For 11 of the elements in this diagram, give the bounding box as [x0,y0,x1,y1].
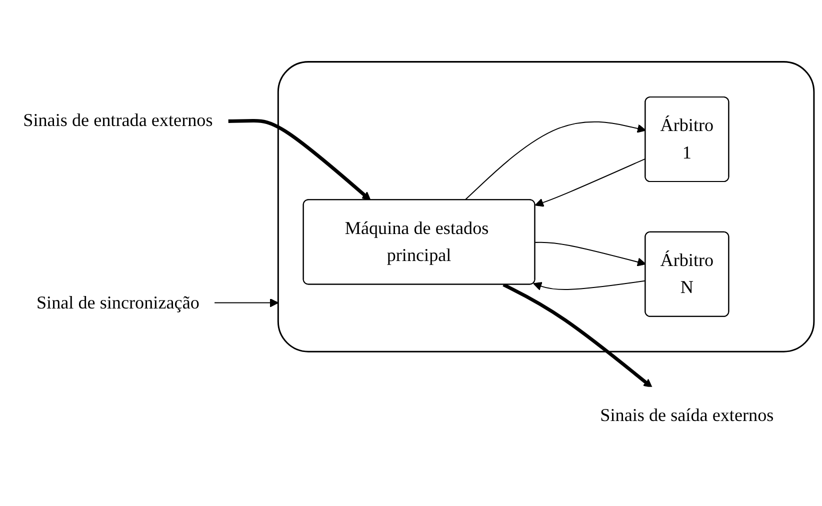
arrow [228,119,371,201]
node-text: Sinal de sincronização [36,292,200,312]
arrow [214,298,279,308]
cluster [277,61,815,352]
arrow [464,121,646,201]
arrow [534,158,646,207]
node-text: Sinais de saída externos [600,404,774,426]
node-text: Sinais de entrada externos [23,110,213,130]
arrow [533,280,646,290]
arrow [535,242,646,266]
arrow [502,283,652,388]
